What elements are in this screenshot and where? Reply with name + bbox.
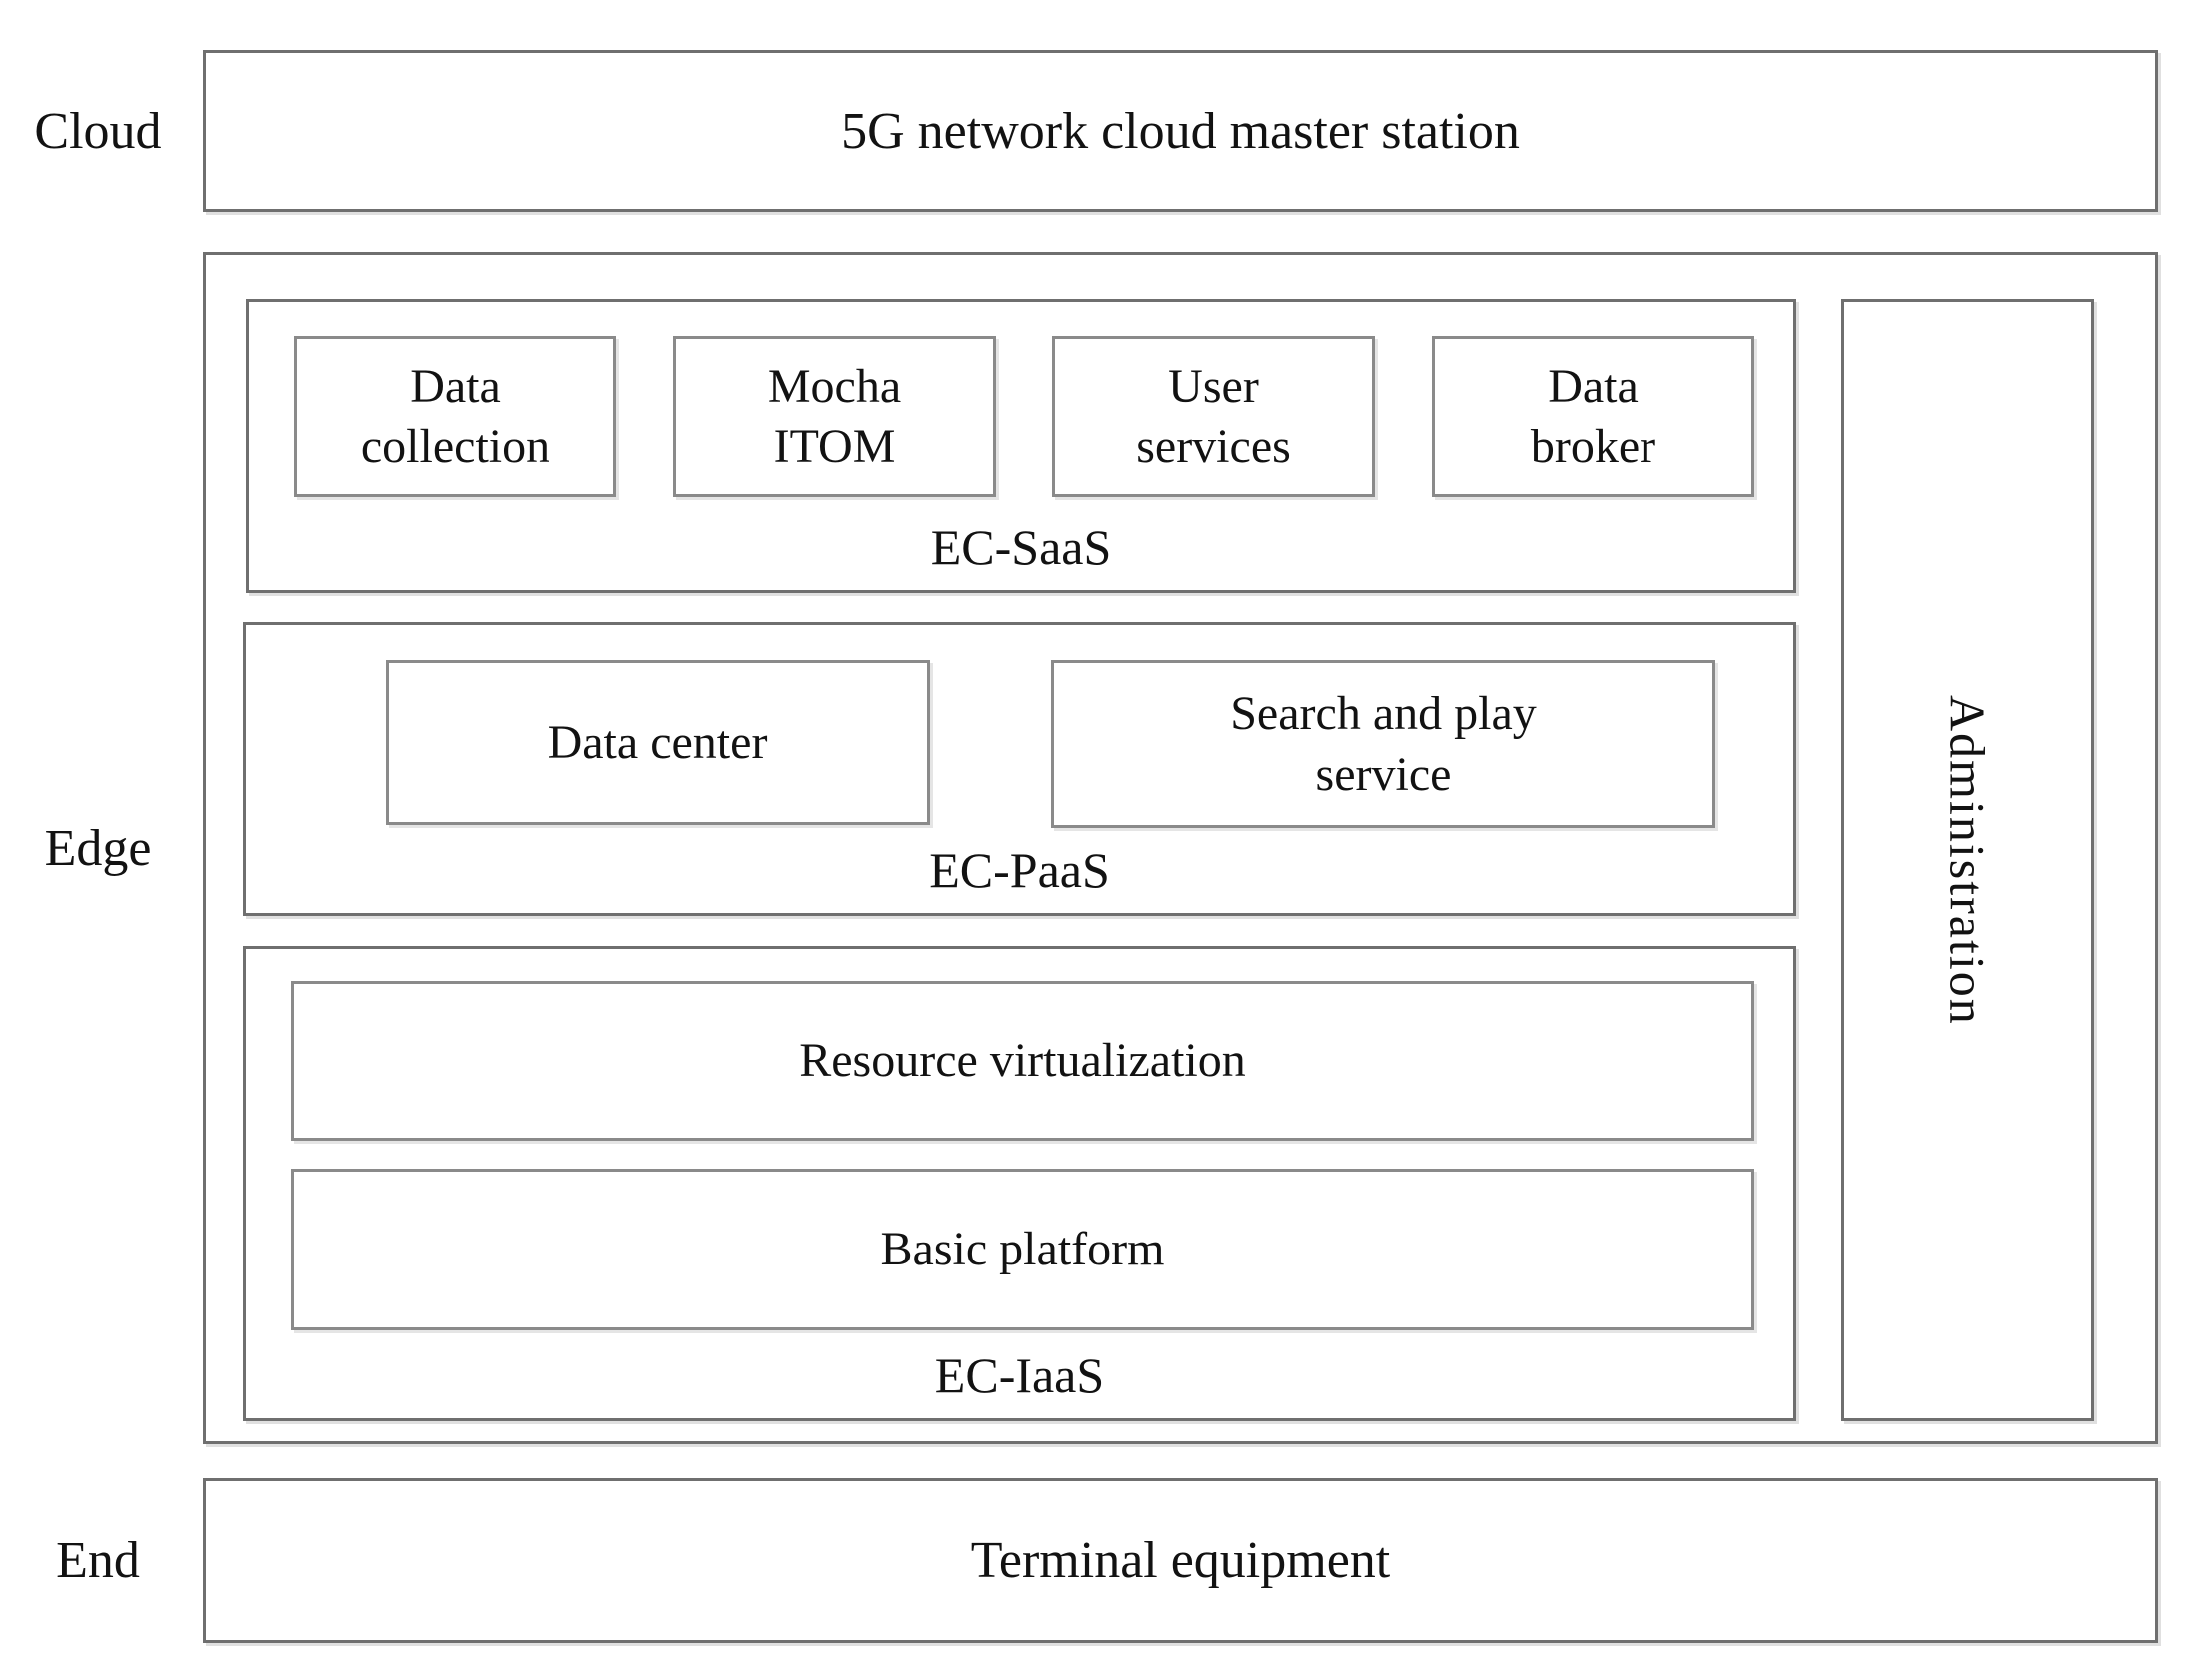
tier-label-edge: Edge	[44, 819, 152, 877]
ec-saas-label: EC-SaaS	[930, 519, 1112, 575]
administration-box: Administration	[1841, 299, 2094, 1421]
module-data-collection: Data collection	[294, 336, 616, 497]
ec-paas-box: Data center Search and play service EC-P…	[243, 622, 1796, 916]
tier-label-end: End	[56, 1532, 140, 1589]
module-search-and-play-service: Search and play service	[1051, 660, 1715, 828]
terminal-equipment-box: Terminal equipment	[203, 1478, 2158, 1643]
ec-saas-box: Data collection Mocha ITOM User services…	[246, 299, 1796, 593]
module-resource-virtualization: Resource virtualization	[291, 981, 1754, 1141]
edge-layer-box: Data collection Mocha ITOM User services…	[203, 252, 2158, 1444]
cloud-master-station-title: 5G network cloud master station	[841, 102, 1520, 160]
ec-iaas-box: Resource virtualization Basic platform E…	[243, 946, 1796, 1421]
administration-label: Administration	[1939, 694, 1996, 1026]
cloud-master-station-box: 5G network cloud master station	[203, 50, 2158, 212]
ec-iaas-label: EC-IaaS	[934, 1347, 1105, 1403]
ec-paas-label: EC-PaaS	[929, 842, 1110, 898]
module-basic-platform: Basic platform	[291, 1169, 1754, 1330]
module-mocha-itom: Mocha ITOM	[673, 336, 996, 497]
tier-label-cloud: Cloud	[34, 102, 162, 160]
module-data-broker: Data broker	[1432, 336, 1754, 497]
module-user-services: User services	[1052, 336, 1375, 497]
terminal-equipment-title: Terminal equipment	[970, 1532, 1391, 1589]
module-data-center: Data center	[386, 660, 930, 825]
